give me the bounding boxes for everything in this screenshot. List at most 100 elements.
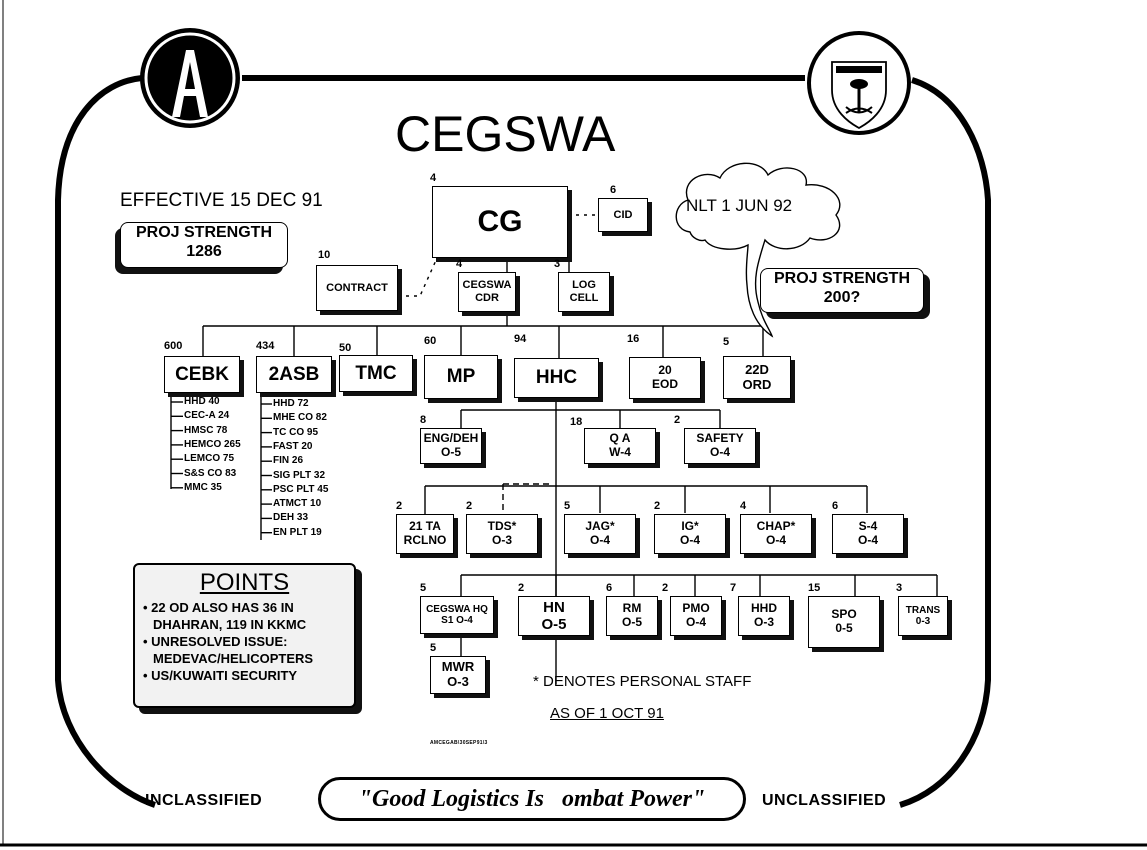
org-box-label: O-5 [541,616,567,633]
headcount-label: 2 [674,414,681,426]
proj-strength-value: 200? [823,289,861,306]
org-box-label: ENG/DEH [423,431,479,446]
org-box-label: SPO [831,607,857,622]
org-box-label: MP [446,366,476,388]
org-box-label: CDR [475,292,499,304]
headcount-label: 4 [456,258,463,270]
org-box-cg: CG [432,186,568,258]
org-box-label: CEGSWA [462,279,512,292]
headcount-label: 600 [164,340,183,352]
thought-cloud [675,162,841,338]
org-box-label: O-4 [589,533,610,547]
org-box-label: W-4 [609,445,631,459]
org-box-label: CG [477,204,523,238]
headcount-label: 60 [424,335,437,347]
headcount-label: 15 [808,582,821,594]
org-box-label: CID [613,208,633,221]
saudi-crest-seal-icon [807,31,911,135]
subunit-item: SIG PLT 32 [273,469,326,481]
classification-right: UNCLASSIFIED [762,792,887,809]
headcount-label: 5 [564,500,571,512]
proj-strength-value: 1286 [186,243,222,260]
subunit-item: FAST 20 [273,440,313,452]
org-box-label: O-3 [753,615,774,629]
headcount-label: 434 [256,340,275,352]
headcount-label: 18 [570,416,583,428]
headcount-label: 16 [627,333,640,345]
org-box-label: HHD [751,601,777,616]
org-box-label: CHAP* [756,519,796,534]
org-box-label: O-4 [857,533,878,547]
headcount-label: 6 [832,500,839,512]
proj-strength-label: PROJ STRENGTH [135,224,272,241]
org-box-label: Q A [609,431,631,446]
headcount-label: 4 [740,500,747,512]
org-box-cebk: CEBK [164,356,240,393]
subunit-item: TC CO 95 [273,426,319,438]
subunit-item: PSC PLT 45 [273,483,329,495]
org-box-label: CEGSWA HQ [426,603,488,615]
org-box-label: EOD [651,377,678,391]
org-box-label: O-5 [440,445,461,459]
org-box-label: PMO [682,601,710,616]
cloud-text: NLT 1 JUN 92 [686,196,793,215]
slogan-banner: "Good Logistics Is ombat Power" [318,777,746,821]
points-panel: POINTS 22 OD ALSO HAS 36 IN DHAHRAN, 119… [133,563,356,708]
subunit-item: EN PLT 19 [273,526,322,538]
subunit-item: CEC-A 24 [184,410,230,422]
headcount-label: 2 [466,500,473,512]
org-box-label: O-3 [491,533,512,547]
org-box-label: RCLNO [403,533,447,547]
subunit-item: HHD 72 [273,398,309,409]
org-box-mp: MP [424,355,498,399]
org-box-jag: JAG*O-4 [564,514,636,554]
org-box-label: SAFETY [696,431,744,446]
headcount-label: 2 [654,500,661,512]
subunit-item: MMC 35 [184,481,222,493]
org-box-label: 22D [745,361,769,377]
org-box-label: 20 [658,363,672,378]
classification-left: INCLASSIFIED [145,792,263,809]
points-item: 22 OD ALSO HAS 36 IN DHAHRAN, 119 IN KKM… [151,599,348,633]
org-box-label: O-5 [621,615,642,629]
headcount-label: 2 [518,582,525,594]
points-title: POINTS [199,569,290,596]
org-box-label: MWR [441,659,475,675]
subunit-item: S&S CO 83 [184,467,237,479]
headcount-label: 3 [554,258,561,270]
headcount-label: 94 [514,333,527,345]
page-title: CEGSWA [395,106,616,162]
org-box-tmc: TMC [339,355,413,392]
headcount-label: 50 [339,342,352,354]
org-box-label: RM [622,601,642,616]
headcount-label: 8 [420,414,427,426]
subunit-item: HEMCO 265 [184,438,241,450]
org-box-label: ORD [742,376,772,392]
org-box-chap: CHAP*O-4 [740,514,812,554]
headcount-label: 5 [430,642,437,654]
subunit-item: HHD 40 [184,396,220,407]
subunit-item: FIN 26 [273,455,304,467]
headcount-label: 10 [318,249,331,261]
org-box-label: O-4 [679,533,700,547]
headcount-label: 2 [396,500,403,512]
org-box-label: 2ASB [268,363,320,385]
org-box-label: O-4 [765,533,786,547]
subunit-item: HMSC 78 [184,424,228,436]
headcount-label: 5 [723,336,730,348]
org-box-hhc: HHC [514,358,599,398]
points-item: US/KUWAITI SECURITY [151,667,348,684]
subunit-item: ATMCT 10 [273,498,322,510]
